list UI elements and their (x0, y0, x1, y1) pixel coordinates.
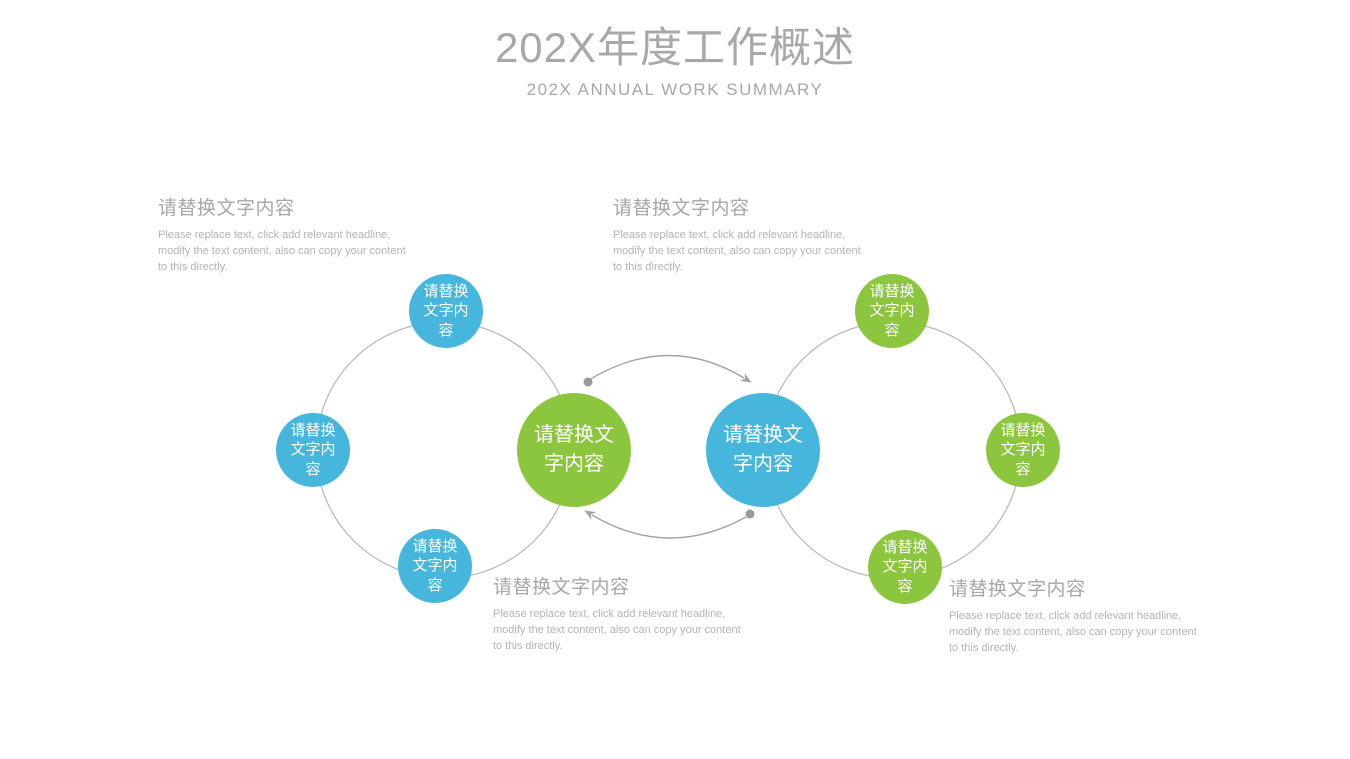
satellite-circle-right-top: 请替换文字内容 (855, 274, 929, 348)
satellite-circle-left-top: 请替换文字内容 (409, 274, 483, 348)
text-block-heading: 请替换文字内容 (158, 198, 295, 219)
text-block-heading: 请替换文字内容 (949, 579, 1086, 600)
bottom-flow-arrow (584, 510, 747, 539)
satellite-circle-left-west: 请替换文字内容 (276, 413, 350, 487)
satellite-label: 请替换文字内容 (290, 421, 336, 478)
satellite-circle-left-bottom: 请替换文字内容 (398, 529, 472, 603)
satellite-circle-right-bottom: 请替换文字内容 (868, 530, 942, 604)
text-block-top-middle: 请替换文字内容 Please replace text, click add r… (613, 197, 875, 276)
text-block-body: Please replace text, click add relevant … (493, 607, 741, 652)
satellite-label: 请替换文字内容 (412, 537, 458, 594)
satellite-label: 请替换文字内容 (423, 282, 469, 339)
text-block-body: Please replace text, click add relevant … (949, 609, 1197, 654)
text-block-top-left: 请替换文字内容 Please replace text, click add r… (158, 197, 420, 276)
text-block-body: Please replace text, click add relevant … (158, 228, 406, 273)
text-block-bottom-middle: 请替换文字内容 Please replace text, click add r… (493, 576, 755, 655)
satellite-circle-right-east: 请替换文字内容 (986, 413, 1060, 487)
satellite-label: 请替换文字内容 (882, 538, 928, 595)
hub-circle-left-label: 请替换文字内容 (534, 424, 614, 475)
text-block-heading: 请替换文字内容 (493, 577, 630, 598)
hub-circle-left: 请替换文字内容 (517, 393, 631, 507)
hub-circle-right: 请替换文字内容 (706, 393, 820, 507)
satellite-label: 请替换文字内容 (869, 282, 915, 339)
page-subtitle: 202X ANNUAL WORK SUMMARY (526, 80, 824, 99)
text-block-bottom-right: 请替换文字内容 Please replace text, click add r… (949, 578, 1211, 657)
satellite-label: 请替换文字内容 (1000, 421, 1046, 478)
text-block-body: Please replace text, click add relevant … (613, 228, 861, 273)
bottom-flow-start-dot (745, 509, 755, 519)
page-title: 202X年度工作概述 (494, 24, 856, 71)
top-flow-arrow (588, 354, 752, 383)
hub-circle-right-label: 请替换文字内容 (723, 424, 803, 475)
text-block-heading: 请替换文字内容 (613, 198, 750, 219)
top-flow-start-dot (583, 377, 593, 387)
